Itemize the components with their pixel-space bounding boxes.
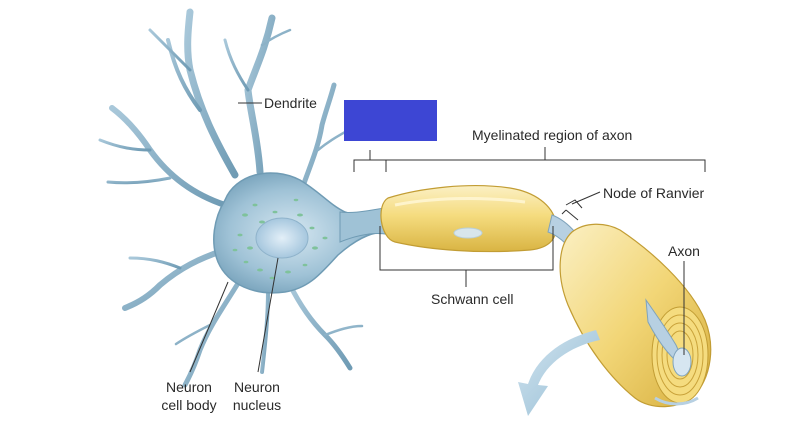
leader-lines	[189, 102, 706, 373]
direction-arrow	[518, 330, 600, 416]
label-axon: Axon	[668, 243, 700, 259]
label-neuron-nucleus: Neuron nucleus	[226, 378, 288, 414]
myelin-segment-1	[380, 185, 557, 253]
label-neuron-nucleus-line-1: Neuron	[234, 379, 280, 395]
label-neuron-cell-body: Neuron cell body	[152, 378, 226, 414]
organelles	[232, 198, 328, 280]
hidden-label-box	[344, 100, 437, 141]
neuron-nucleus	[255, 217, 309, 259]
dendrites	[98, 8, 364, 388]
label-dendrite: Dendrite	[264, 95, 317, 111]
label-node-of-ranvier: Node of Ranvier	[603, 185, 705, 201]
label-neuron-nucleus-line-2: nucleus	[232, 397, 282, 413]
label-myelinated-region: Myelinated region of axon	[472, 127, 633, 143]
label-schwann-cell: Schwann cell	[431, 291, 514, 307]
label-neuron-cell-body-line-2: cell body	[161, 397, 217, 413]
myelin-segment-2	[559, 223, 712, 408]
label-neuron-cell-body-line-1: Neuron	[166, 379, 212, 395]
